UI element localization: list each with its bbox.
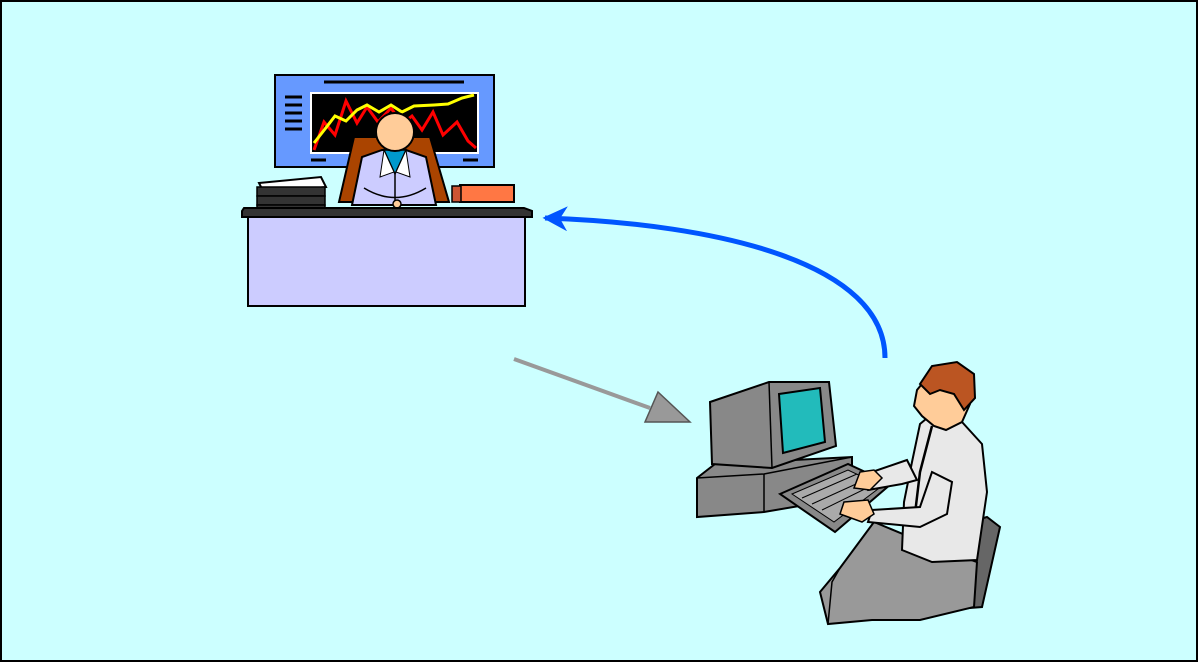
desk-front bbox=[247, 216, 526, 307]
book bbox=[459, 184, 515, 203]
manager-desk-chart-icon bbox=[241, 74, 533, 307]
person-typing-computer-icon bbox=[696, 360, 1002, 626]
manager-head bbox=[375, 112, 415, 152]
worker-hair bbox=[918, 360, 977, 412]
monitor-screen bbox=[777, 386, 827, 455]
chart-line-yellow bbox=[312, 93, 475, 144]
assignment-arrow bbox=[513, 357, 692, 423]
feedback-arrow bbox=[542, 206, 888, 359]
desk-top bbox=[241, 207, 533, 218]
